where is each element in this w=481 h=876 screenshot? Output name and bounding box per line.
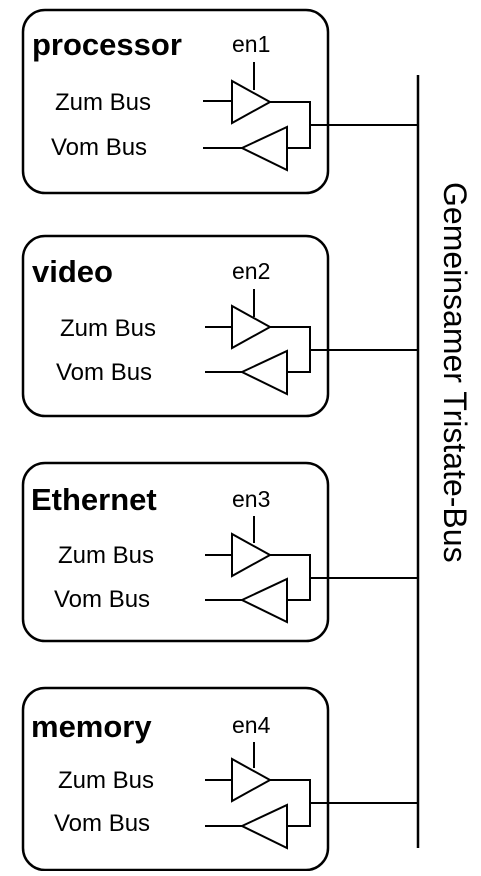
buffer-junction [270,101,311,149]
enable-label: en1 [232,31,270,57]
buffer-junction [270,554,311,601]
in-label: Vom Bus [54,810,150,837]
module-box [21,686,330,872]
out-label: Zum Bus [58,542,154,569]
module-title: processor [32,27,182,62]
in-label: Vom Bus [51,134,147,161]
buffer-junction [270,326,311,373]
module-processor: processor en1 Zum Bus Vom Bus [21,8,418,195]
in-label: Vom Bus [54,586,150,613]
module-title: video [32,254,113,289]
module-title: memory [31,709,152,744]
enable-label: en3 [232,486,270,512]
input-buffer-icon [239,803,288,850]
module-box [21,234,330,418]
output-buffer-icon [231,532,273,578]
input-buffer-icon [239,577,288,624]
module-memory: memory en4 Zum Bus Vom Bus [21,686,418,872]
module-box [21,8,330,195]
in-label: Vom Bus [56,359,152,386]
enable-label: en4 [232,712,271,738]
buffer-junction [270,779,311,827]
module-video: video en2 Zum Bus Vom Bus [21,234,418,418]
enable-label: en2 [232,258,270,284]
out-label: Zum Bus [60,315,156,342]
bus-label: Gemeinsamer Tristate-Bus [437,182,473,563]
out-label: Zum Bus [58,767,154,794]
input-buffer-icon [239,349,288,396]
output-buffer-icon [231,79,273,125]
output-buffer-icon [231,757,273,803]
module-title: Ethernet [31,482,157,517]
module-box [21,461,330,643]
output-buffer-icon [231,304,273,350]
module-ethernet: Ethernet en3 Zum Bus Vom Bus [21,461,418,643]
input-buffer-icon [239,125,288,172]
out-label: Zum Bus [55,89,151,116]
